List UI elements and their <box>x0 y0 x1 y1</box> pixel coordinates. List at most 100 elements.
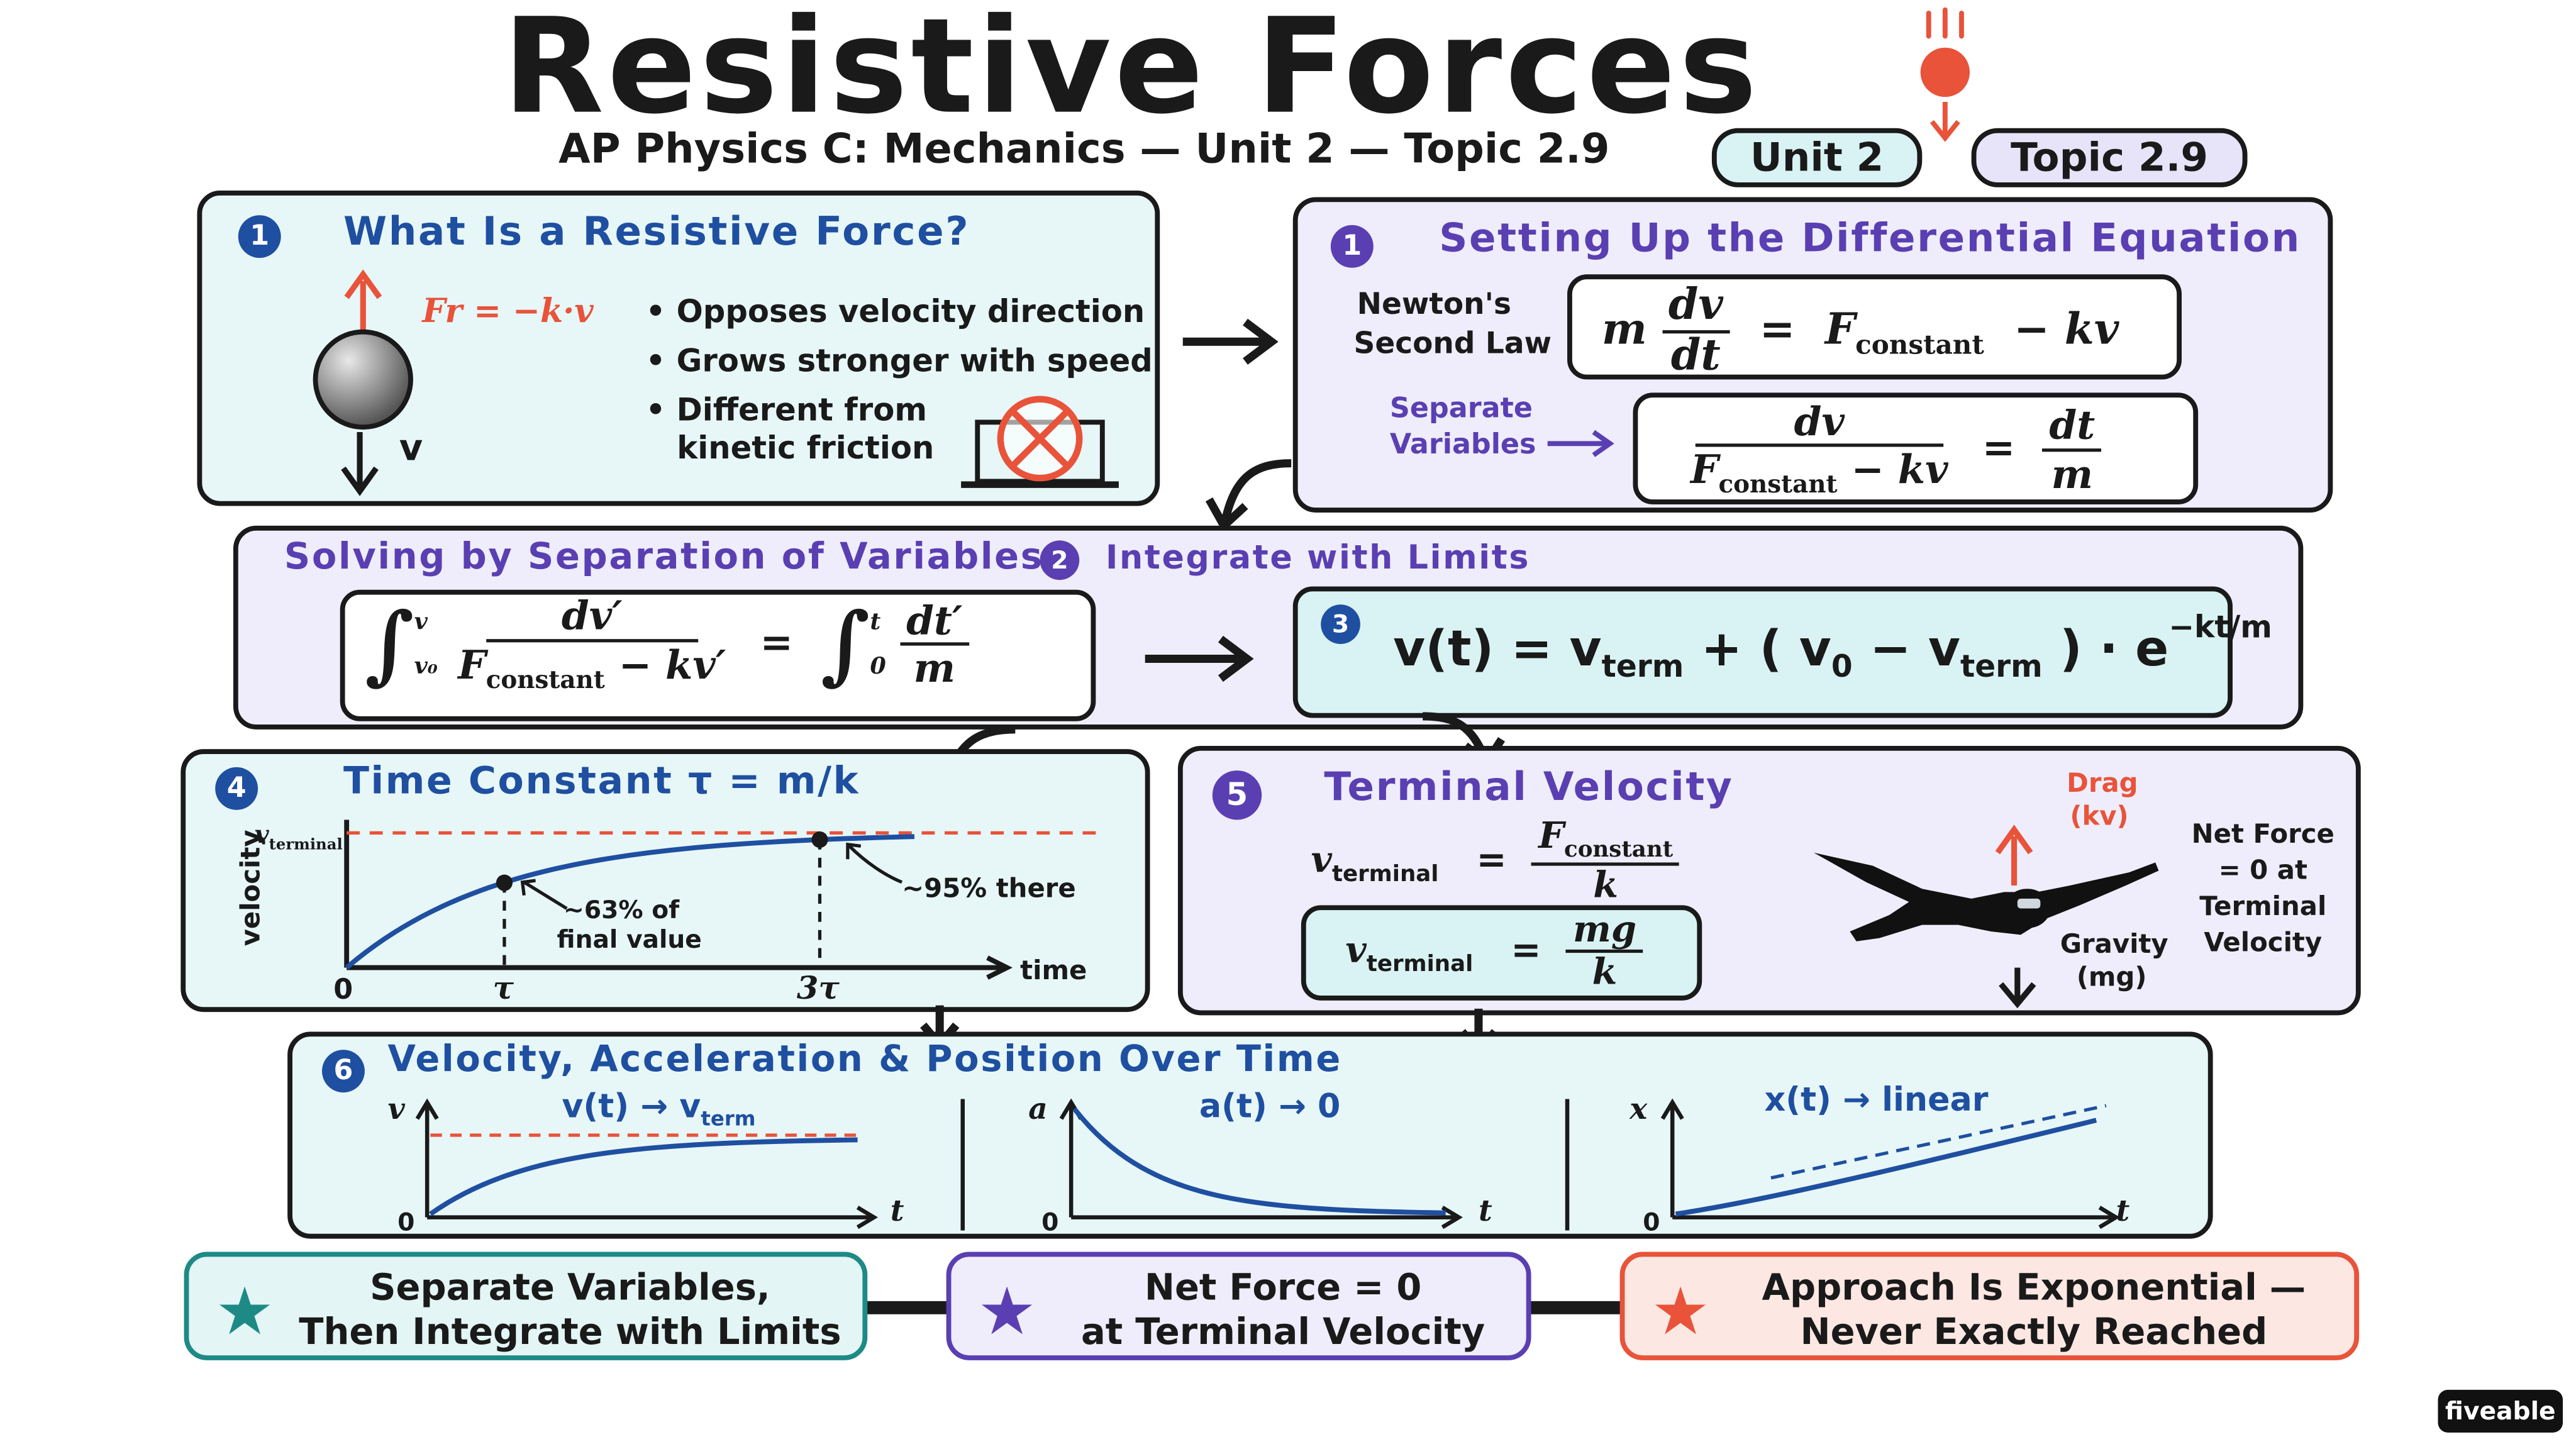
acceleration-curve <box>1072 1107 1446 1216</box>
graph-3-y-arrowhead <box>1660 1098 1684 1120</box>
step-number: 1 <box>1330 225 1374 268</box>
a-graph-label: a(t) → 0 <box>1199 1085 1341 1126</box>
callout-separate-variables: ★ Separate Variables,Then Integrate with… <box>184 1252 868 1360</box>
skydiver-icon <box>1813 824 2159 1009</box>
panel-terminal-velocity: 5 Terminal Velocity vterminal = Fconstan… <box>1177 745 2361 1016</box>
unit-badge: Unit 2 <box>1711 128 1923 187</box>
flow-arrow-curved <box>1205 459 1292 533</box>
t-axis-label-1: t <box>890 1194 904 1229</box>
vterm-tick-label: vterminal <box>254 819 343 855</box>
position-curve <box>1675 1118 2097 1217</box>
brand-logo: fiveable <box>2438 1389 2563 1433</box>
bullet-1: • Opposes velocity direction <box>645 294 1145 331</box>
bullet-3: • Different from <box>645 392 928 429</box>
page-subtitle: AP Physics C: Mechanics — Unit 2 — Topic… <box>558 125 1610 173</box>
integrate-title: Integrate with Limits <box>1106 537 1531 577</box>
separate-label-2: Variables <box>1389 428 1536 462</box>
step-number: 2 <box>1040 540 1080 580</box>
panel-title: Terminal Velocity <box>1324 763 1734 810</box>
velocity-solution: v(t) = vterm + ( v0 − vterm ) · e−kt/m <box>1393 611 2272 686</box>
separate-arrow <box>1547 430 1614 457</box>
panel-title: Solving by Separation of Variables <box>284 537 1044 579</box>
bullet-3-cont: kinetic friction <box>677 430 935 467</box>
annotation-arrow-2 <box>848 845 903 884</box>
panel-title: Velocity, Acceleration & Position Over T… <box>387 1040 1342 1081</box>
x-axis-label: x <box>1629 1092 1648 1127</box>
origin-label-2: 0 <box>1041 1207 1059 1237</box>
x-graph-label: x(t) → linear <box>1764 1079 1989 1119</box>
resistive-force-formula: Fr = −k·v <box>422 291 594 331</box>
tau-tick: τ <box>492 970 514 1008</box>
t-axis-label-3: t <box>2116 1194 2130 1229</box>
panel-differential-equation: 1 Setting Up the Differential Equation N… <box>1292 197 2333 513</box>
annotation-95: ~95% there <box>902 872 1076 904</box>
marked-point-1 <box>496 874 513 891</box>
step-number: 1 <box>238 215 281 258</box>
panel-separation-of-variables: Solving by Separation of Variables 2 Int… <box>233 525 2304 730</box>
solution-box: 3 v(t) = vterm + ( v0 − vterm ) · e−kt/m <box>1292 586 2272 718</box>
panel-title: Time Constant τ = m/k <box>343 760 860 804</box>
annotation-arrowhead-2 <box>846 842 862 860</box>
panel-motion-graphs: 6 Velocity, Acceleration & Position Over… <box>287 1031 2213 1239</box>
linear-asymptote <box>1770 1104 2107 1180</box>
graph-1-x-arrowhead <box>856 1206 879 1230</box>
step-number: 3 <box>1321 604 1360 644</box>
origin-label-1: 0 <box>397 1207 415 1237</box>
v-graph-label: v(t) → vterm <box>562 1085 756 1131</box>
graph-3-x-arrowhead <box>2098 1206 2120 1230</box>
flow-arrow <box>1182 318 1279 365</box>
panel-title: What Is a Resistive Force? <box>343 208 970 255</box>
origin-label: 0 <box>333 974 353 1008</box>
three-tau-tick: 3τ <box>796 970 840 1008</box>
annotation-63-cont: final value <box>557 924 702 955</box>
a-axis-label: a <box>1028 1092 1048 1127</box>
separate-label-1: Separate <box>1389 392 1533 426</box>
v-axis-label: v <box>387 1092 405 1127</box>
velocity-label: v <box>399 428 423 470</box>
callout-exponential: ★ Approach Is Exponential —Never Exactly… <box>1619 1252 2360 1360</box>
star-icon: ★ <box>1651 1275 1710 1351</box>
velocity-curve <box>429 1137 858 1216</box>
annotation-arrow-1 <box>523 880 568 910</box>
motion-graphs <box>415 1098 2120 1231</box>
newton-label-2: Second Law <box>1353 326 1552 362</box>
graph-1-y-arrowhead <box>415 1098 439 1120</box>
falling-drop-icon <box>1920 7 1970 142</box>
bullet-2: • Grows stronger with speed <box>645 343 1153 380</box>
x-axis-arrowhead <box>986 955 1013 980</box>
panel-title: Setting Up the Differential Equation <box>1439 215 2301 262</box>
no-friction-icon <box>961 396 1119 488</box>
step-number: 6 <box>321 1050 365 1093</box>
t-axis-label-2: t <box>1478 1194 1492 1229</box>
gravity-label: Gravity <box>2060 928 2168 960</box>
drag-label-sub: (kv) <box>2070 800 2129 831</box>
annotation-arrowhead-1 <box>520 879 536 896</box>
drag-label: Drag <box>2067 767 2138 799</box>
marked-point-2 <box>811 831 828 848</box>
panel-time-constant: 4 Time Constant τ = m/k velocity vtermin… <box>180 749 1150 1013</box>
gravity-label-sub: (mg) <box>2076 961 2147 992</box>
origin-label-3: 0 <box>1643 1207 1660 1237</box>
step-number: 5 <box>1212 770 1262 820</box>
step-number: 4 <box>215 767 258 810</box>
flow-arrow <box>1145 635 1254 682</box>
x-axis-label: time <box>1020 954 1087 986</box>
topic-badge: Topic 2.9 <box>1971 128 2248 187</box>
newton-label-1: Newton's <box>1357 287 1512 322</box>
page-title: Resistive Forces <box>502 0 1761 143</box>
ball-force-diagram <box>313 269 413 496</box>
time-constant-chart <box>344 819 1106 980</box>
panel-what-is-resistive-force: 1 What Is a Resistive Force? Fr = −k·v v… <box>197 191 1160 506</box>
graph-2-x-arrowhead <box>1441 1206 1463 1230</box>
